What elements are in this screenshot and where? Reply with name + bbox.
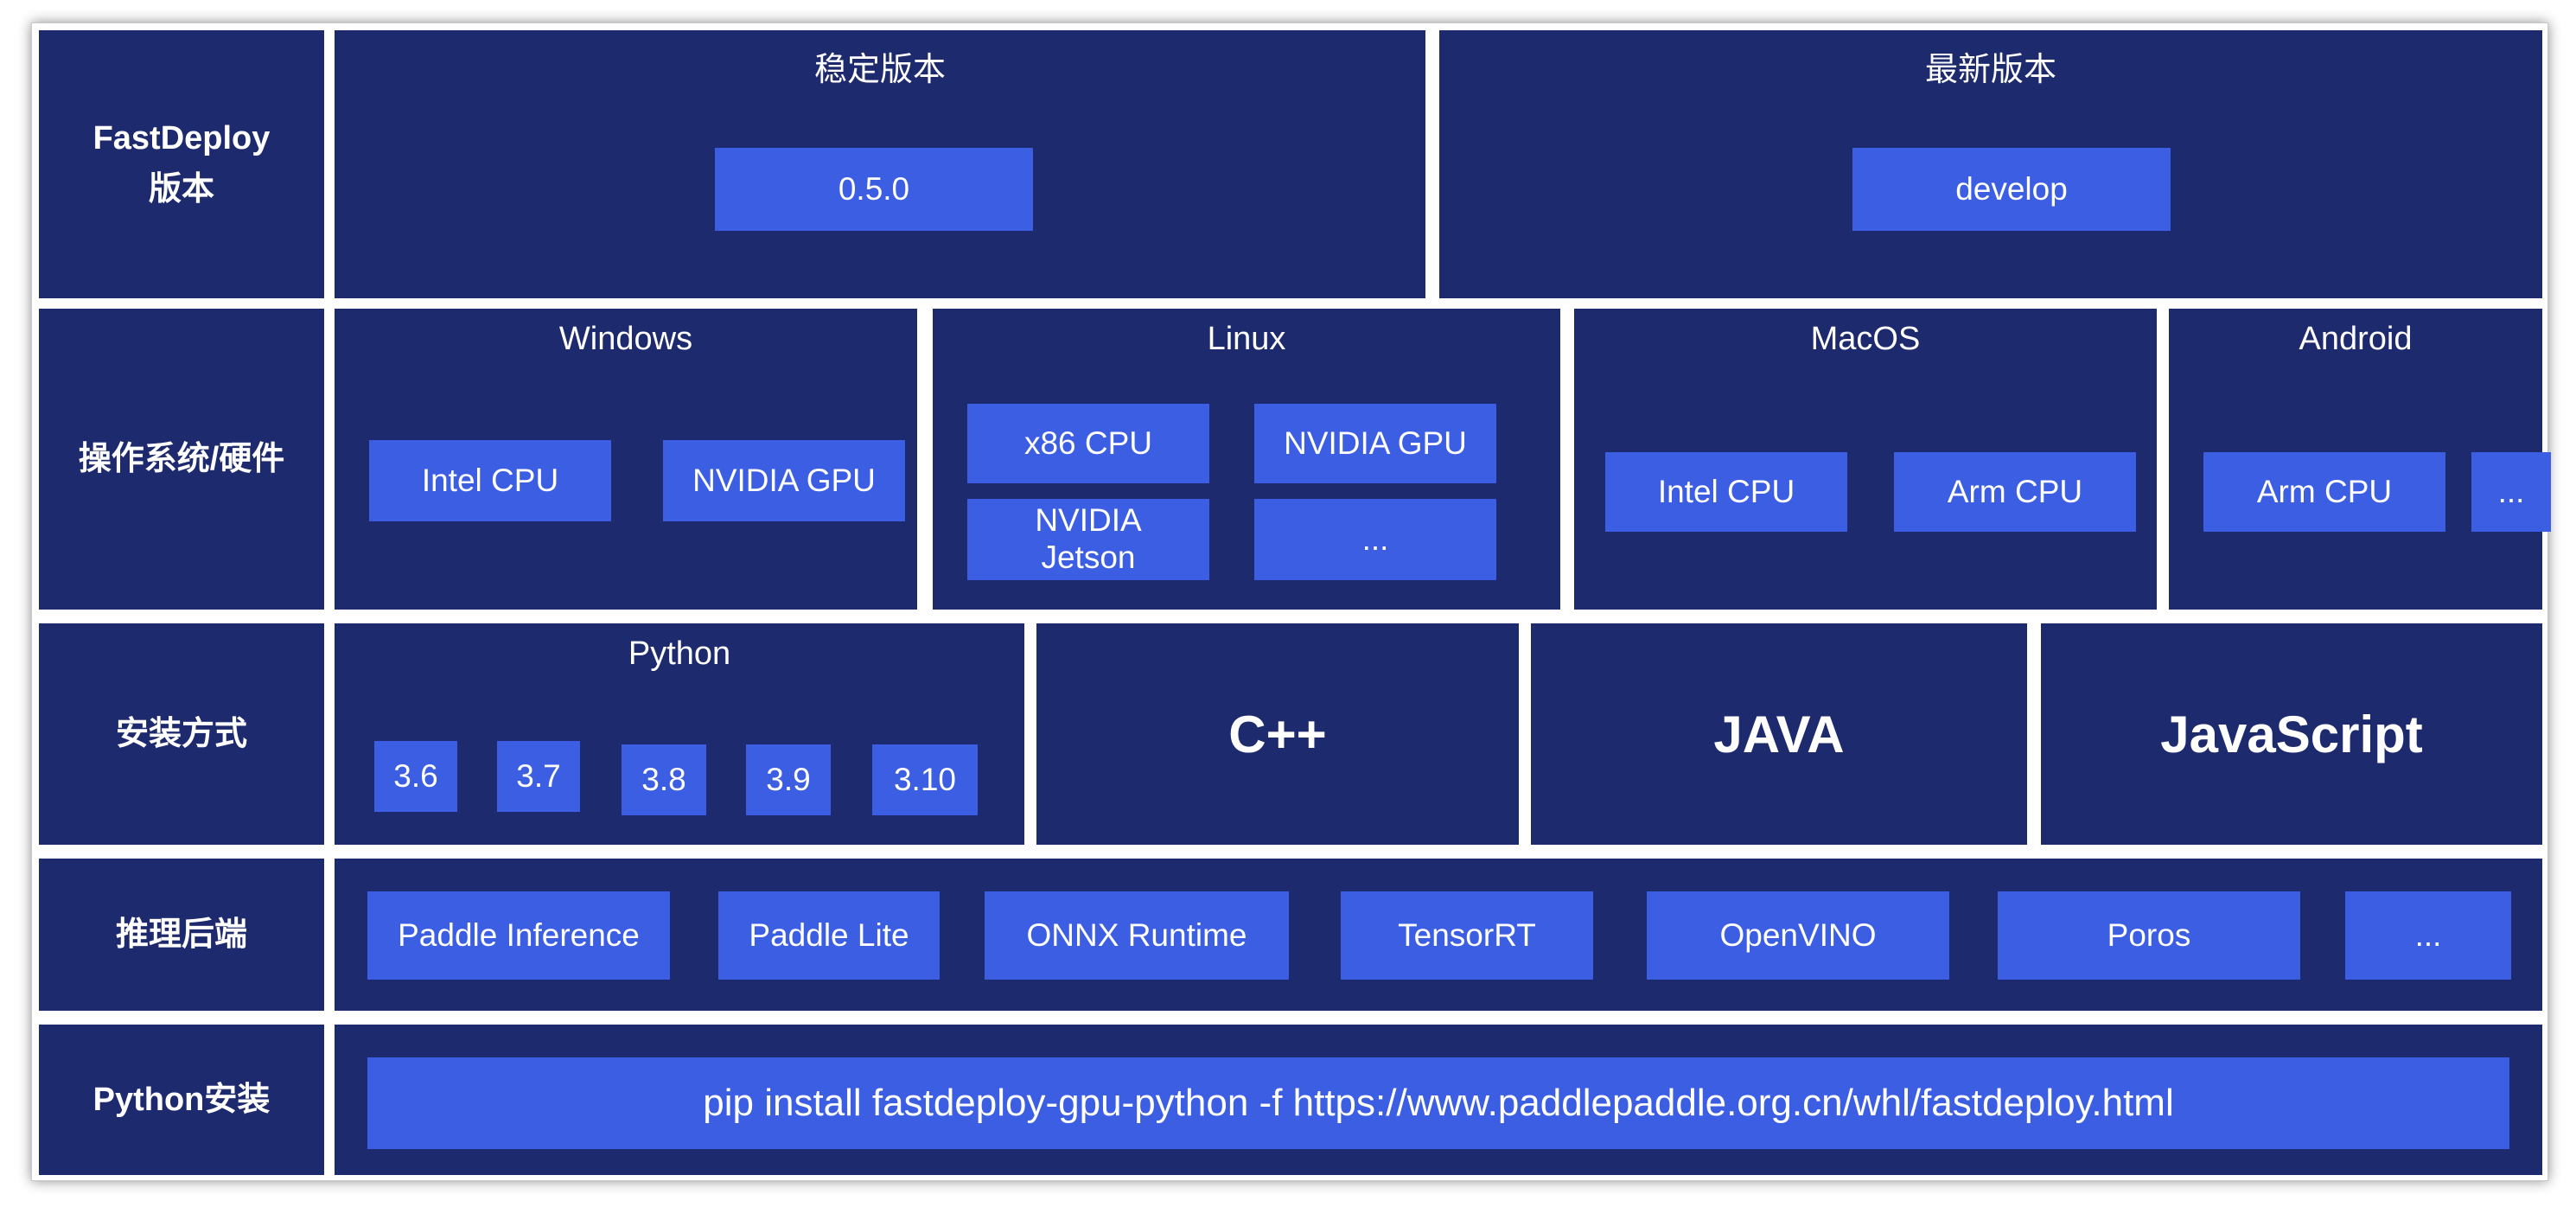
android-panel: Android Arm CPU ... — [2169, 309, 2551, 610]
java-panel: JAVA — [1531, 623, 2027, 845]
linux-chip-nvidia-gpu: NVIDIA GPU — [1254, 404, 1496, 483]
stable-version-title: 稳定版本 — [813, 52, 946, 88]
java-label: JAVA — [1713, 705, 1845, 763]
backend-chip-more: ... — [2345, 891, 2511, 980]
macos-title: MacOS — [1810, 321, 1921, 357]
linux-chip-x86-cpu: x86 CPU — [967, 404, 1209, 483]
backend-panel: Paddle Inference Paddle Lite ONNX Runtim… — [335, 859, 2542, 1011]
latest-version-panel: 最新版本 develop — [1439, 30, 2542, 298]
windows-chip-intel-cpu: Intel CPU — [369, 440, 611, 521]
row-label-version-line2: 版本 — [148, 171, 214, 208]
backend-chip-paddle-lite: Paddle Lite — [718, 891, 940, 980]
latest-version-chip: develop — [1852, 148, 2171, 231]
backend-chip-poros: Poros — [1998, 891, 2300, 980]
row-label-install: 安装方式 — [39, 623, 324, 845]
macos-chip-intel-cpu: Intel CPU — [1605, 452, 1847, 532]
javascript-panel: JavaScript — [2041, 623, 2542, 845]
pip-panel: pip install fastdeploy-gpu-python -f htt… — [335, 1025, 2542, 1175]
macos-chip-arm-cpu: Arm CPU — [1894, 452, 2136, 532]
row-label-version: FastDeploy 版本 — [39, 30, 324, 298]
linux-chip-nvidia-jetson: NVIDIA Jetson — [967, 499, 1209, 580]
macos-panel: MacOS Intel CPU Arm CPU — [1574, 309, 2157, 610]
android-chip-arm-cpu: Arm CPU — [2203, 452, 2445, 532]
row-label-version-line1: FastDeploy — [92, 120, 271, 157]
backend-chip-openvino: OpenVINO — [1647, 891, 1949, 980]
linux-panel: Linux x86 CPU NVIDIA GPU NVIDIA Jetson .… — [933, 309, 1560, 610]
python-chip-3-7: 3.7 — [497, 741, 580, 812]
row-label-backend: 推理后端 — [39, 859, 324, 1011]
pip-command: pip install fastdeploy-gpu-python -f htt… — [367, 1057, 2509, 1149]
cpp-panel: C++ — [1036, 623, 1519, 845]
cpp-label: C++ — [1228, 705, 1327, 763]
row-label-os: 操作系统/硬件 — [39, 309, 324, 610]
python-chip-3-10: 3.10 — [872, 744, 978, 815]
python-title: Python — [628, 635, 731, 672]
python-panel: Python 3.6 3.7 3.8 3.9 3.10 — [335, 623, 1024, 845]
backend-chip-paddle-inference: Paddle Inference — [367, 891, 670, 980]
android-chip-more: ... — [2471, 452, 2551, 532]
windows-title: Windows — [558, 321, 693, 357]
row-label-pip: Python安装 — [39, 1025, 324, 1175]
windows-panel: Windows Intel CPU NVIDIA GPU — [335, 309, 917, 610]
python-chip-3-6: 3.6 — [374, 741, 457, 812]
linux-title: Linux — [1207, 321, 1286, 357]
backend-chip-tensorrt: TensorRT — [1341, 891, 1593, 980]
python-chip-3-8: 3.8 — [622, 744, 706, 815]
windows-chip-nvidia-gpu: NVIDIA GPU — [663, 440, 905, 521]
backend-chip-onnx-runtime: ONNX Runtime — [985, 891, 1289, 980]
latest-version-title: 最新版本 — [1924, 52, 2056, 88]
android-title: Android — [2299, 321, 2413, 357]
linux-chip-more: ... — [1254, 499, 1496, 580]
python-chip-3-9: 3.9 — [746, 744, 831, 815]
stable-version-panel: 稳定版本 0.5.0 — [335, 30, 1425, 298]
diagram-frame: FastDeploy 版本 稳定版本 0.5.0 最新版本 develop 操作… — [31, 22, 2551, 1181]
javascript-label: JavaScript — [2160, 705, 2423, 763]
stable-version-chip: 0.5.0 — [715, 148, 1033, 231]
